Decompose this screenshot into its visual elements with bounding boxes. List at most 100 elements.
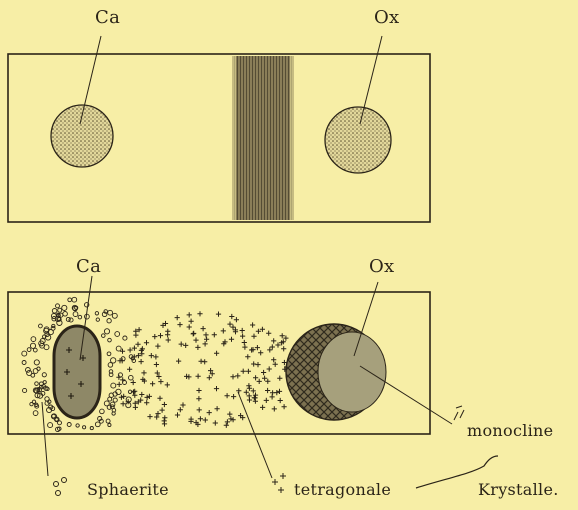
sphaerite-dot	[108, 363, 113, 368]
tetragonale-symbol	[272, 473, 286, 493]
tetragonal-crystal-mark	[158, 379, 163, 384]
tetragonal-crystal-mark	[144, 400, 149, 405]
sphaerite-dot	[95, 312, 98, 315]
tetragonal-crystal-mark	[207, 410, 212, 415]
tetragonal-crystal-mark	[224, 423, 229, 428]
lower-ox-drop	[318, 332, 386, 412]
tetragonal-crystal-mark	[246, 369, 251, 374]
tetragonal-crystal-mark	[160, 408, 165, 413]
sphaerite-dot	[45, 335, 50, 340]
tetragonal-crystal-mark	[260, 405, 265, 410]
tetragonal-crystal-mark	[187, 312, 192, 317]
upper-panel	[8, 36, 430, 222]
tetragonal-crystal-mark	[234, 317, 239, 322]
tetragonal-crystal-mark	[133, 405, 138, 410]
sphaerite-dot	[22, 361, 26, 365]
tetragonal-crystal-mark	[120, 377, 125, 382]
tetragonal-crystal-mark	[273, 362, 278, 367]
sphaerite-dot	[108, 338, 112, 342]
sphaerite-dot	[116, 346, 121, 351]
tetragonal-crystal-mark	[262, 376, 267, 381]
sphaerite-dot	[100, 409, 105, 414]
tetragonal-crystal-mark	[132, 393, 137, 398]
sphaerite-dot	[113, 398, 117, 402]
sphaerite-dot	[111, 358, 116, 363]
tetragonal-crystal-mark	[149, 353, 154, 358]
tetragonal-crystal-mark	[165, 332, 170, 337]
sphaerite-dot	[56, 304, 60, 308]
tetragonal-crystal-mark	[203, 341, 208, 346]
tetragonal-crystal-mark	[207, 375, 212, 380]
sphaerite-dot	[66, 317, 70, 321]
krystalle-label: Krystalle.	[478, 482, 559, 498]
tetragonal-crystal-mark	[139, 392, 144, 397]
tetragonal-crystal-mark	[214, 386, 219, 391]
tetragonal-crystal-mark	[257, 379, 262, 384]
tetragonal-crystal-mark	[265, 388, 270, 393]
sphaerite-dot	[96, 318, 99, 321]
tetragonal-crystal-mark	[267, 347, 272, 352]
sphaerite-dot	[39, 324, 43, 328]
tetragonal-crystal-mark	[175, 315, 180, 320]
tetragonal-crystal-mark	[141, 370, 146, 375]
tetragonal-crystal-mark	[131, 389, 136, 394]
tetragonal-crystal-mark	[242, 345, 247, 350]
upper-ox-label: Ox	[374, 9, 400, 27]
sphaerite-dot	[78, 315, 82, 319]
tetragonal-crystal-mark	[196, 388, 201, 393]
lower-ox-label: Ox	[369, 258, 395, 276]
sphaerite-dot	[107, 319, 111, 323]
tetragonal-crystal-mark	[258, 350, 263, 355]
tetragonal-crystal-mark	[274, 390, 279, 395]
lower-ca-label: Ca	[76, 258, 101, 276]
sphaerite-dot	[106, 419, 110, 423]
tetragonal-crystal-mark	[162, 421, 167, 426]
tetragonal-crystal-mark	[214, 351, 219, 356]
sphaerite-dot	[48, 423, 53, 428]
sphaerite-dot	[90, 427, 93, 430]
tetragonal-crystal-mark	[240, 328, 245, 333]
tetragonal-crystal-mark	[202, 359, 207, 364]
sphaerite-dot	[107, 352, 111, 356]
tetragonal-crystal-mark	[230, 325, 235, 330]
tetragonale-label: tetragonale	[294, 482, 391, 498]
tetragonal-crystal-mark	[236, 388, 241, 393]
upper-ca-label: Ca	[95, 9, 120, 27]
tetragonal-crystal-mark	[225, 419, 230, 424]
sphaerite-dot	[108, 423, 111, 426]
tetragonal-crystal-mark	[191, 331, 196, 336]
tetragonal-crystal-mark	[152, 334, 157, 339]
tetragonal-crystal-mark	[281, 346, 286, 351]
tetragonal-crystal-mark	[183, 343, 188, 348]
tetragonal-crystal-mark	[241, 369, 246, 374]
tetragonal-crystal-mark	[166, 337, 171, 342]
monocline-label: monocline	[467, 423, 553, 439]
upper-central-band	[232, 56, 294, 220]
tetragonal-crystal-mark	[154, 414, 159, 419]
tetragonal-crystal-mark	[176, 359, 181, 364]
sphaerite-dot	[33, 348, 37, 352]
sphaerite-dot	[23, 388, 27, 392]
tetragonal-crystal-mark	[253, 375, 258, 380]
sphaerite-dot	[34, 360, 39, 365]
tetragonal-crystal-mark	[135, 342, 140, 347]
sphaerite-dot	[26, 368, 31, 373]
tetragonal-crystal-field	[116, 311, 289, 428]
tetragonal-crystal-mark	[158, 333, 163, 338]
tetragonal-crystal-mark	[261, 370, 266, 375]
tetragonal-crystal-mark	[225, 393, 230, 398]
sphaerite-symbol	[54, 478, 67, 496]
sphaerite-dot	[76, 424, 79, 427]
tetragonal-crystal-mark	[247, 386, 252, 391]
tetragonal-crystal-mark	[127, 367, 132, 372]
sphaerite-dot	[27, 370, 32, 375]
sphaerite-dot	[52, 414, 56, 418]
tetragonal-crystal-mark	[144, 340, 149, 345]
sphaerite-dot	[27, 348, 31, 352]
tetragonal-crystal-mark	[197, 407, 202, 412]
tetragonal-crystal-mark	[117, 382, 122, 387]
tetragonal-crystal-mark	[204, 337, 209, 342]
sphaerite-dot	[129, 375, 134, 380]
sphaerite-dot	[62, 305, 67, 310]
